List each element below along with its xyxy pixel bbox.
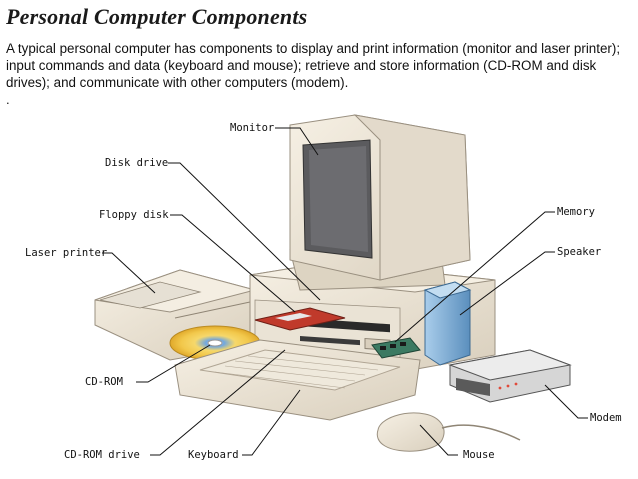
label-laser-printer: Laser printer (25, 247, 107, 259)
label-cd-rom: CD-ROM (85, 376, 123, 388)
leader-laser-printer (102, 252, 156, 294)
leader-modem (544, 384, 588, 419)
label-memory: Memory (557, 206, 595, 218)
leader-keyboard (242, 389, 301, 456)
leader-mouse (419, 424, 458, 456)
label-mouse: Mouse (463, 449, 495, 461)
label-keyboard: Keyboard (188, 449, 239, 461)
label-monitor: Monitor (230, 122, 274, 134)
speaker-illustration (423, 281, 472, 366)
label-leader-lines (102, 127, 588, 456)
leader-cd-rom (136, 344, 211, 383)
keyboard-illustration (174, 339, 421, 421)
leader-memory (394, 211, 555, 343)
stray-period: . (6, 92, 10, 107)
label-floppy-disk: Floppy disk (99, 209, 169, 221)
label-disk-drive: Disk drive (105, 157, 168, 169)
floppy-disk-illustration (254, 307, 346, 331)
leader-monitor (275, 127, 319, 156)
mouse-illustration (376, 412, 521, 452)
modem-illustration (448, 349, 572, 403)
leader-speaker (459, 251, 555, 316)
memory-illustration (371, 337, 421, 359)
leader-disk-drive (168, 162, 321, 301)
monitor-illustration (289, 114, 471, 291)
label-modem: Modem (590, 412, 622, 424)
description-text: A typical personal computer has componen… (6, 41, 621, 90)
label-speaker: Speaker (557, 246, 601, 258)
leader-floppy-disk (170, 214, 296, 313)
leader-cd-rom-drive (150, 349, 286, 456)
label-cd-rom-drive: CD-ROM drive (64, 449, 140, 461)
page-title: Personal Computer Components (6, 4, 308, 29)
